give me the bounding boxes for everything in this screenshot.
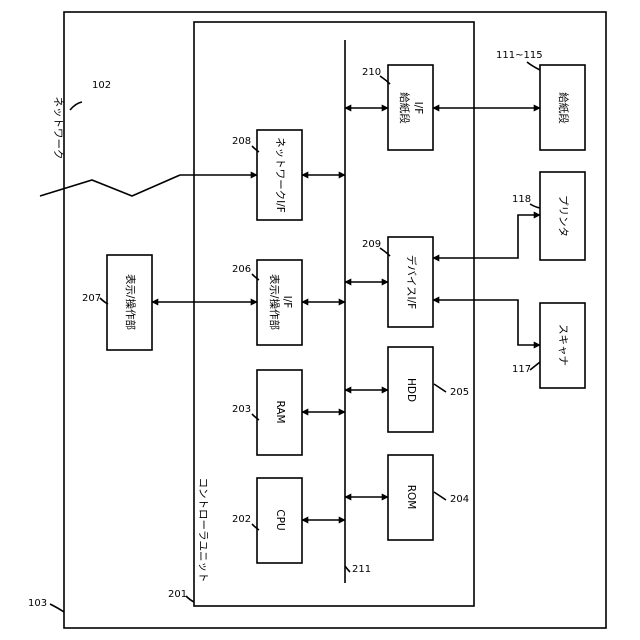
feeder-if-label: 給紙段	[398, 92, 411, 124]
rom-label: ROM	[405, 485, 417, 510]
ref-118: 118	[512, 194, 531, 205]
ref-208: 208	[232, 136, 251, 147]
display-panel-label: 表示/操作部	[124, 274, 137, 330]
scanner-label: スキャナ	[557, 324, 569, 366]
leader-117	[530, 362, 540, 370]
ref-204: 204	[450, 494, 469, 505]
controller-label: コントローラユニット	[197, 478, 209, 583]
display-if-label: 表示/操作部	[268, 274, 281, 330]
ram-label: RAM	[274, 400, 286, 423]
feeder-label: 給紙段	[557, 92, 570, 124]
ref-211: 211	[352, 564, 371, 575]
network-if-label: ネットワークI/F	[274, 137, 286, 213]
cpu-label: CPU	[274, 509, 286, 530]
ref-202: 202	[232, 514, 251, 525]
link-printer	[433, 215, 540, 258]
leader-204	[434, 492, 446, 500]
display-if-sublabel: I/F	[281, 296, 293, 309]
network-label: ネットワーク	[52, 97, 64, 160]
leader-201	[186, 596, 194, 602]
ref-206: 206	[232, 264, 251, 275]
ref-111-115: 111~115	[496, 50, 543, 61]
leader-118	[530, 204, 540, 208]
printer-label: プリンタ	[557, 195, 569, 237]
link-scanner	[433, 300, 540, 345]
ref-117: 117	[512, 364, 531, 375]
ref-209: 209	[362, 239, 381, 250]
ref-201: 201	[168, 589, 187, 600]
ref-203: 203	[232, 404, 251, 415]
ref-207: 207	[82, 293, 101, 304]
leader-103	[50, 604, 64, 612]
ref-103: 103	[28, 598, 47, 609]
feeder-if-sublabel: I/F	[412, 102, 424, 115]
leader-111-115	[527, 62, 540, 70]
ref-210: 210	[362, 67, 381, 78]
ref-205: 205	[450, 387, 469, 398]
leader-102	[70, 102, 82, 110]
device-if-label: デバイスI/F	[405, 255, 418, 309]
hdd-label: HDD	[405, 378, 417, 402]
network-line	[40, 175, 180, 196]
leader-205	[434, 384, 446, 392]
ref-102: 102	[92, 80, 111, 91]
